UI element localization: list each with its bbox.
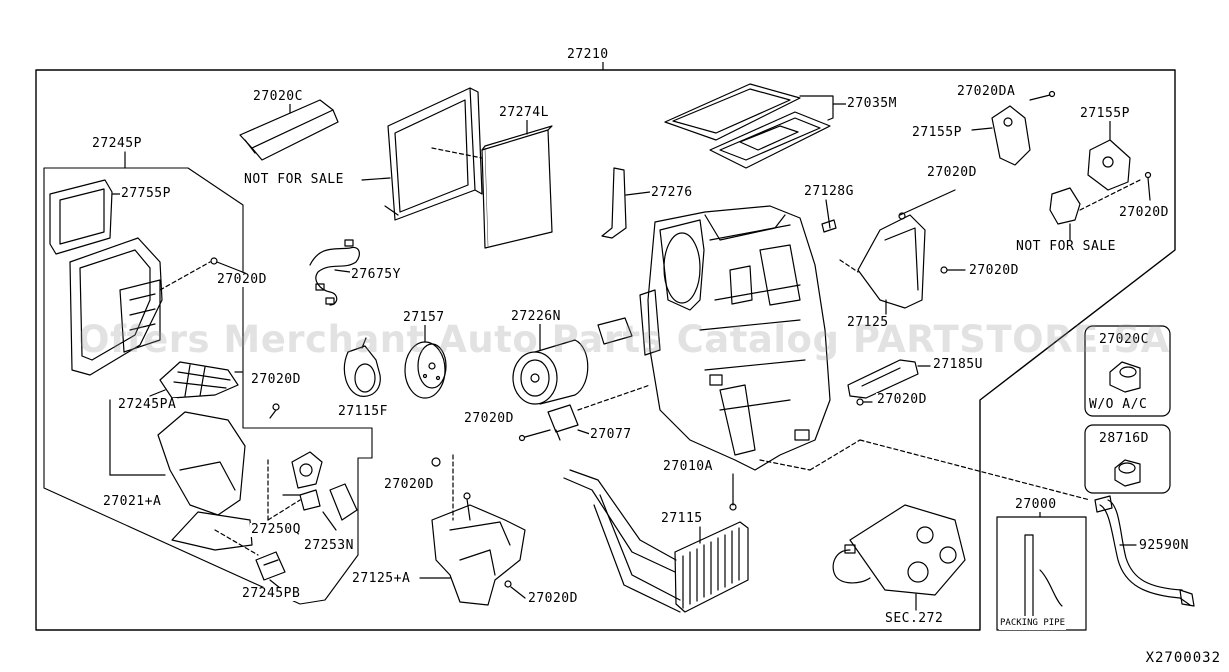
label-27115: 27115: [660, 511, 704, 526]
label-27155p-upper: 27155P: [911, 125, 963, 140]
label-27128g: 27128G: [803, 184, 855, 199]
label-28716d: 28716D: [1098, 431, 1150, 446]
label-27020c: 27020C: [252, 89, 304, 104]
control-unit-sec272-part: [832, 504, 966, 611]
actuator-27155p-right-part: [1087, 117, 1152, 201]
label-27035m: 27035M: [846, 96, 898, 111]
bolt-27128g-part: [821, 199, 837, 233]
label-27020da: 27020DA: [956, 84, 1017, 99]
label-27245pb: 27245PB: [241, 586, 302, 601]
label-27020c-b: 27020C: [1098, 332, 1150, 347]
blower-motor-part: [512, 317, 633, 405]
label-27245p: 27245P: [91, 136, 143, 151]
label-27020d-8: 27020D: [383, 477, 435, 492]
label-27250q: 27250Q: [250, 522, 302, 537]
label-27020d-9: 27020D: [527, 591, 579, 606]
air-filter-part: [481, 117, 553, 249]
seal-frames-27035m-part: [664, 83, 847, 169]
label-27020d-5: 27020D: [250, 372, 302, 387]
label-27245pa: 27245PA: [117, 397, 178, 412]
label-27675y: 27675Y: [350, 267, 402, 282]
label-not-for-sale-1: NOT FOR SALE: [243, 172, 345, 187]
plug-28716d-box: [1084, 424, 1171, 494]
label-27125: 27125: [846, 315, 890, 330]
heater-core-part: [563, 469, 749, 613]
label-27155p-right: 27155P: [1079, 106, 1131, 121]
label-27020d-4: 27020D: [968, 263, 1020, 278]
actuator-motor-part: [267, 403, 358, 531]
wire-harness-part: [309, 239, 360, 306]
label-27157: 27157: [402, 310, 446, 325]
packing-pipe-box: [996, 508, 1087, 631]
label-27000: 27000: [1014, 497, 1058, 512]
label-27125a: 27125+A: [351, 571, 412, 586]
subassembly-boundary-27245p: [43, 167, 373, 605]
label-27020d-7: 27020D: [463, 411, 515, 426]
actuator-27155p-upper-part: [971, 90, 1056, 166]
figure-id: X2700032: [1145, 650, 1221, 666]
label-packing-pipe: PACKING PIPE: [999, 616, 1067, 630]
label-27253n: 27253N: [303, 538, 355, 553]
label-27021a: 27021+A: [102, 494, 163, 509]
bolt-27010a-part: [729, 473, 737, 511]
blower-fan-part: [404, 324, 447, 399]
label-27020d-3: 27020D: [216, 272, 268, 287]
label-27020d-6: 27020D: [876, 392, 928, 407]
label-wo-ac: W/O A/C: [1088, 397, 1149, 412]
label-27115f: 27115F: [337, 404, 389, 419]
label-27755p: 27755P: [120, 186, 172, 201]
bracket-27276-part: [601, 167, 651, 239]
label-27226n: 27226N: [510, 309, 562, 324]
actuator-notforsale-part: [1049, 179, 1141, 241]
label-27276: 27276: [650, 185, 694, 200]
label-27020d-2: 27020D: [1118, 205, 1170, 220]
label-27077: 27077: [589, 427, 633, 442]
duct-27125-part: [839, 189, 966, 315]
hvac-housing-part: [639, 205, 1091, 501]
blower-scroll-part: [343, 337, 381, 397]
duct-27125a-part: [419, 454, 526, 606]
label-27185u: 27185U: [932, 357, 984, 372]
label-92590n: 92590N: [1138, 538, 1190, 553]
part-27245pb: [255, 551, 286, 589]
assembly-boundary: [35, 69, 1176, 631]
label-27010a: 27010A: [662, 459, 714, 474]
duct-27021-part: [109, 399, 259, 556]
link-27185u-part: [847, 359, 931, 406]
plug-wo-ac-box: [1084, 325, 1171, 417]
cover-27020c-part: [239, 99, 339, 161]
evaporator-frame-part: [361, 87, 483, 221]
resistor-27077-part: [518, 384, 651, 442]
label-sec272: SEC.272: [884, 611, 945, 626]
grille-27245pa-part: [149, 361, 243, 399]
label-27020d-1: 27020D: [926, 165, 978, 180]
intake-housing-part: [49, 179, 251, 376]
label-27210: 27210: [566, 47, 610, 62]
label-not-for-sale-2: NOT FOR SALE: [1015, 239, 1117, 254]
hose-92590n-part: [1094, 495, 1195, 607]
label-27274l: 27274L: [498, 105, 550, 120]
